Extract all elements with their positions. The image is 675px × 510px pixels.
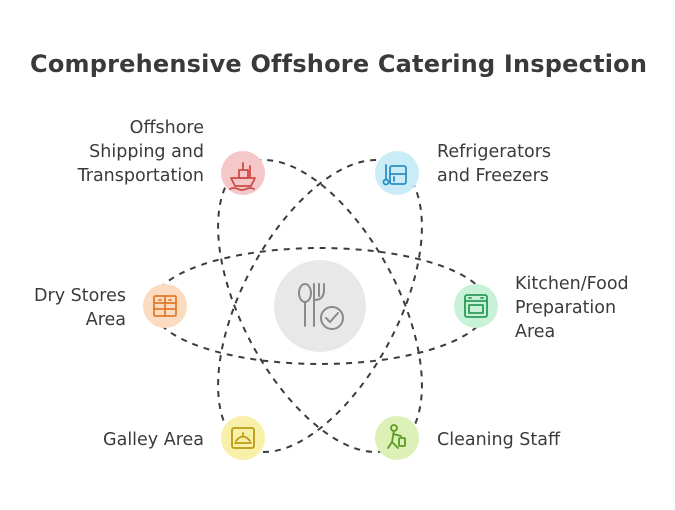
label-line: Offshore (129, 118, 204, 138)
node-offshore-shipping (221, 151, 265, 195)
node-dry-stores (143, 284, 187, 328)
label-line: Dry Stores (34, 286, 126, 306)
label-line: Galley Area (103, 430, 204, 450)
node-refrigerators (375, 151, 419, 195)
label-galley: Galley Area (103, 428, 204, 452)
label-line: Kitchen/Food (515, 274, 629, 294)
label-dry-stores: Dry Stores Area (34, 284, 126, 332)
storage-shelves-icon (153, 295, 177, 317)
label-refrigerators: Refrigerators and Freezers (437, 140, 551, 188)
label-line: Area (85, 310, 126, 330)
label-line: Transportation (77, 166, 204, 186)
label-line: and Freezers (437, 166, 549, 186)
label-offshore-shipping: Offshore Shipping and Transportation (78, 116, 204, 188)
label-line: Preparation (515, 298, 617, 318)
node-cleaning-staff (375, 416, 419, 460)
galley-icon (231, 427, 255, 449)
center-hub (274, 260, 366, 352)
label-line: Cleaning Staff (437, 430, 561, 450)
node-galley (221, 416, 265, 460)
label-line: Shipping and (89, 142, 204, 162)
fork-knife-check-icon (298, 283, 344, 330)
label-kitchen: Kitchen/Food Preparation Area (515, 272, 629, 344)
ship-icon (229, 162, 256, 191)
node-kitchen (454, 284, 498, 328)
stove-icon (464, 294, 488, 318)
fridge-icon (382, 164, 407, 186)
label-cleaning-staff: Cleaning Staff (437, 428, 560, 452)
label-line: Area (515, 322, 556, 342)
cleaner-icon (387, 424, 406, 449)
page-title: Comprehensive Offshore Catering Inspecti… (30, 50, 648, 78)
label-line: Refrigerators (437, 142, 552, 162)
